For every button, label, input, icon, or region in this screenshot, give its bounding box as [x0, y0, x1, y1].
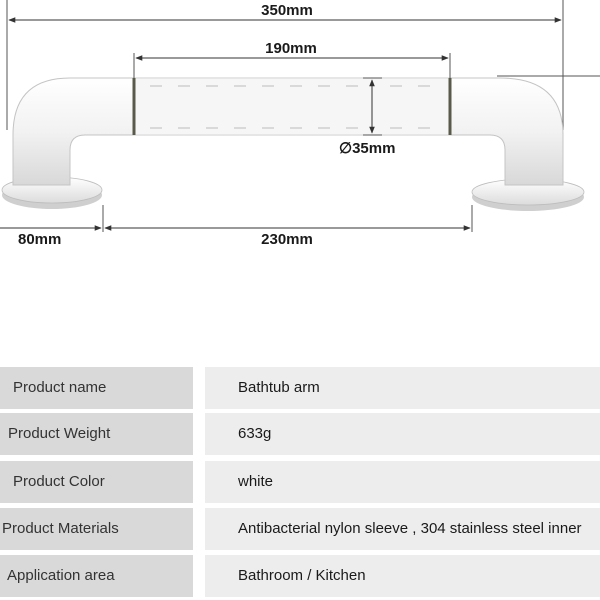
spec-value: white: [205, 461, 600, 503]
grip-length-dimension: 190mm: [133, 40, 451, 78]
tube-diameter-dimension: ∅35mm: [339, 77, 395, 157]
base-spacing-label: 230mm: [261, 231, 313, 248]
grab-bar-dimension-diagram: 350mm 190mm: [0, 0, 600, 248]
spec-key: Application area: [0, 555, 193, 597]
spec-value-text: Bathtub arm: [238, 379, 320, 396]
spec-value-text: white: [238, 473, 274, 490]
spec-key-label: Product name: [13, 379, 107, 396]
base-spacing-dimension: 230mm: [104, 205, 473, 248]
spec-value: Bathtub arm: [205, 367, 600, 409]
base-width-label: 80mm: [18, 231, 61, 248]
base-width-dimension: 80mm: [0, 205, 104, 248]
spec-key: Product Materials: [0, 508, 193, 550]
overall-length-label: 350mm: [261, 2, 313, 19]
grip-sleeve: [133, 77, 451, 136]
spec-value-text: Bathroom / Kitchen: [238, 567, 366, 584]
spec-row-application-area: Application area Bathroom / Kitchen: [0, 555, 600, 597]
spec-row-product-weight: Product Weight 633g: [0, 413, 600, 455]
grip-texture: [150, 85, 430, 129]
spec-row-product-color: Product Color white: [0, 461, 600, 503]
overall-length-dimension: 350mm: [6, 0, 564, 130]
spec-key: Product name: [0, 367, 193, 409]
spec-key-label: Product Weight: [8, 425, 111, 442]
grip-length-label: 190mm: [265, 40, 317, 57]
spec-value: Bathroom / Kitchen: [205, 555, 600, 597]
spec-value: Antibacterial nylon sleeve , 304 stainle…: [205, 508, 600, 550]
spec-key-label: Product Materials: [2, 520, 119, 537]
spec-row-product-name: Product name Bathtub arm: [0, 367, 600, 409]
grab-bar-product: [1, 77, 585, 211]
spec-row-product-materials: Product Materials Antibacterial nylon sl…: [0, 508, 600, 550]
spec-value-text: Antibacterial nylon sleeve , 304 stainle…: [238, 520, 582, 537]
tube-diameter-label: ∅35mm: [339, 140, 395, 157]
spec-key: Product Weight: [0, 413, 193, 455]
spec-key: Product Color: [0, 461, 193, 503]
spec-value-text: 633g: [238, 425, 272, 442]
spec-key-label: Product Color: [13, 473, 105, 490]
spec-value: 633g: [205, 413, 600, 455]
spec-key-label: Application area: [7, 567, 115, 584]
